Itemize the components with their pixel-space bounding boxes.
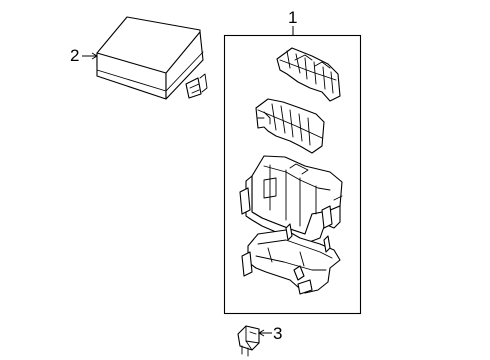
callout-3-arrowhead [258,329,265,337]
fuse-box-cover [96,16,208,100]
main-housing [239,155,343,245]
relay-block [255,98,325,154]
assembly-group-frame [223,34,362,315]
callout-number-1: 1 [288,8,297,27]
callout-number-2: 2 [70,46,79,65]
blade-fuse [237,325,260,357]
lower-bracket [241,223,341,295]
callout-number-3: 3 [273,324,282,343]
connector-block [276,47,341,102]
